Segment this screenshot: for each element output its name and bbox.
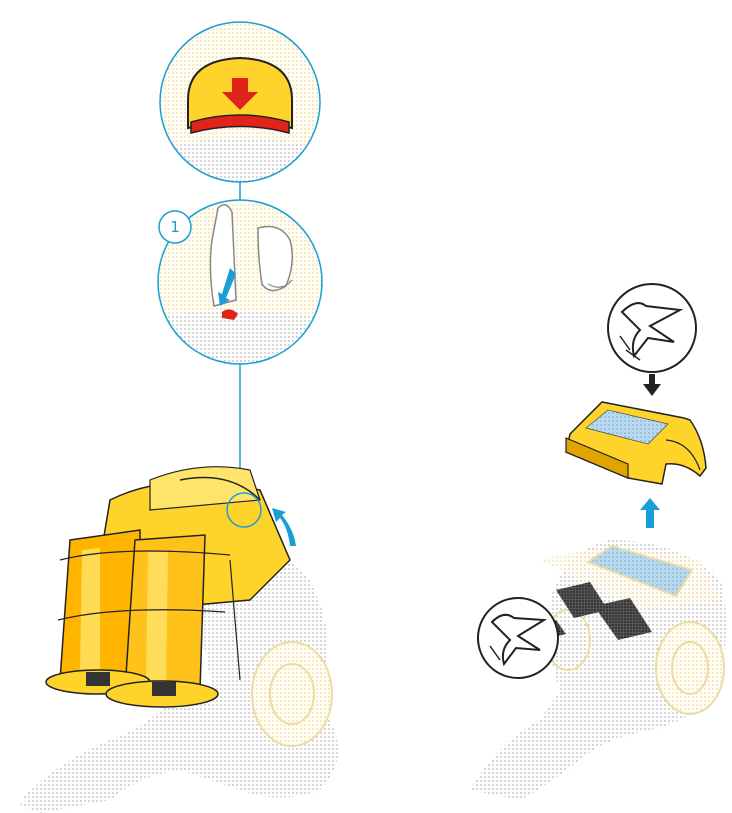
step-number: 1 — [170, 218, 180, 236]
left-panel: 1 — [20, 22, 338, 813]
step-badge: 1 — [159, 211, 191, 243]
filter-tray — [566, 402, 706, 484]
release-button-icon — [188, 58, 292, 133]
up-arrow-icon — [640, 498, 660, 528]
right-panel — [470, 284, 726, 800]
release-button-callout — [160, 22, 320, 190]
no-tools-icon — [478, 598, 558, 678]
no-tools-icon — [608, 284, 696, 372]
down-arrow-icon — [643, 374, 661, 396]
